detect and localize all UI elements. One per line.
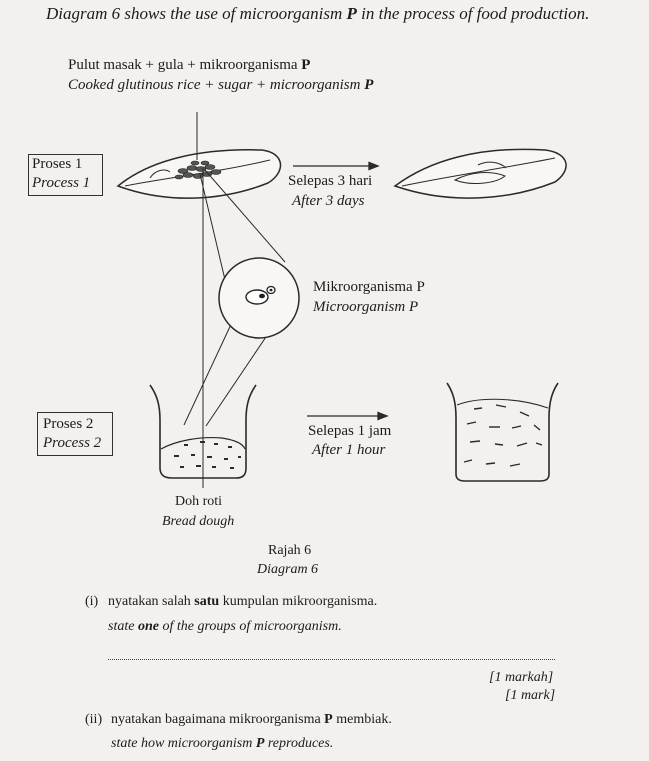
mark-malay: [1 markah] [489,670,554,685]
diagram-intro: Diagram 6 shows the use of microorganism… [46,4,589,24]
ingredients-malay-text: Pulut masak + gula + mikroorganisma [68,57,302,73]
risen-dough-bubbles [463,404,543,467]
q1-english-text-end: of the groups of microorganism. [158,619,342,634]
question-2-english: state how microorganism P reproduces. [111,736,333,752]
arrow-right-icon [307,411,389,421]
q1-english-text: state [108,619,138,634]
risen-dough-bowl-icon [446,382,559,482]
fermented-leaf-wrap-icon [393,148,567,199]
time-1-malay: Selepas 3 hari [288,173,373,189]
time-1-english: After 3 days [292,193,365,209]
dough-label-english: Bread dough [162,514,235,529]
time-2-malay: Selepas 1 jam [308,423,392,439]
q1-english-bold: one [137,619,159,634]
process-1-box [28,154,103,196]
intro-text: Diagram 6 shows the use of microorganism [46,4,347,23]
bowl-icon [149,384,257,479]
question-1-number: (i) [85,594,99,609]
question-2-number: (ii) [85,712,103,727]
caption-english: Diagram 6 [257,562,319,577]
question-2-malay: nyatakan bagaimana mikroorganisma P memb… [111,712,392,728]
q2-english-text: state how microorganism [111,736,256,751]
time-2-english: After 1 hour [312,442,386,458]
ingredients-english: Cooked glutinous rice + sugar + microorg… [68,77,373,94]
process-1-malay: Proses 1 [32,156,83,172]
dough-bubbles [174,441,241,469]
zoom-line [183,317,235,426]
question-1-english: state one of the groups of microorganism… [108,619,342,635]
q1-malay-text: nyatakan salah [108,594,195,609]
rice-grains [174,160,222,180]
q2-malay-text: nyatakan bagaimana mikroorganisma [111,712,325,727]
ingredients-english-text: Cooked glutinous rice + sugar + microorg… [68,77,365,93]
caption-malay: Rajah 6 [268,543,312,558]
process-2-malay: Proses 2 [43,416,94,432]
process-2-box [37,412,113,456]
process-2-english: Process 2 [43,435,102,451]
dough-surface [160,436,246,450]
intro-letter: P [346,4,357,23]
q2-malay-text-end: membiak. [332,712,392,727]
ingredients-malay: Pulut masak + gula + mikroorganisma P [68,57,310,74]
zoom-line [205,324,275,427]
dough-label-malay: Doh roti [175,494,223,509]
q2-english-text-end: reproduces. [264,736,334,751]
q2-english-bold: P [255,736,265,751]
q1-malay-text-end: kumpulan mikroorganisma. [219,594,378,609]
microorganism-english: Microorganism P [313,299,419,315]
q1-malay-bold: satu [194,594,220,609]
zoom-line [199,173,227,285]
intro-text-end: in the process of food production. [356,4,590,23]
microorganism-magnified-icon [218,257,300,339]
process-1-english: Process 1 [32,175,91,191]
question-1-malay: nyatakan salah satu kumpulan mikroorgani… [108,594,377,610]
mark-english: [1 mark] [505,688,556,703]
ingredients-english-letter: P [364,77,374,93]
microorganism-malay: Mikroorganisma P [313,279,425,295]
arrow-right-icon [293,161,380,171]
zoom-line [204,169,286,263]
answer-line[interactable] [108,659,555,660]
ingredients-malay-letter: P [301,57,311,73]
q2-malay-bold: P [324,712,333,727]
